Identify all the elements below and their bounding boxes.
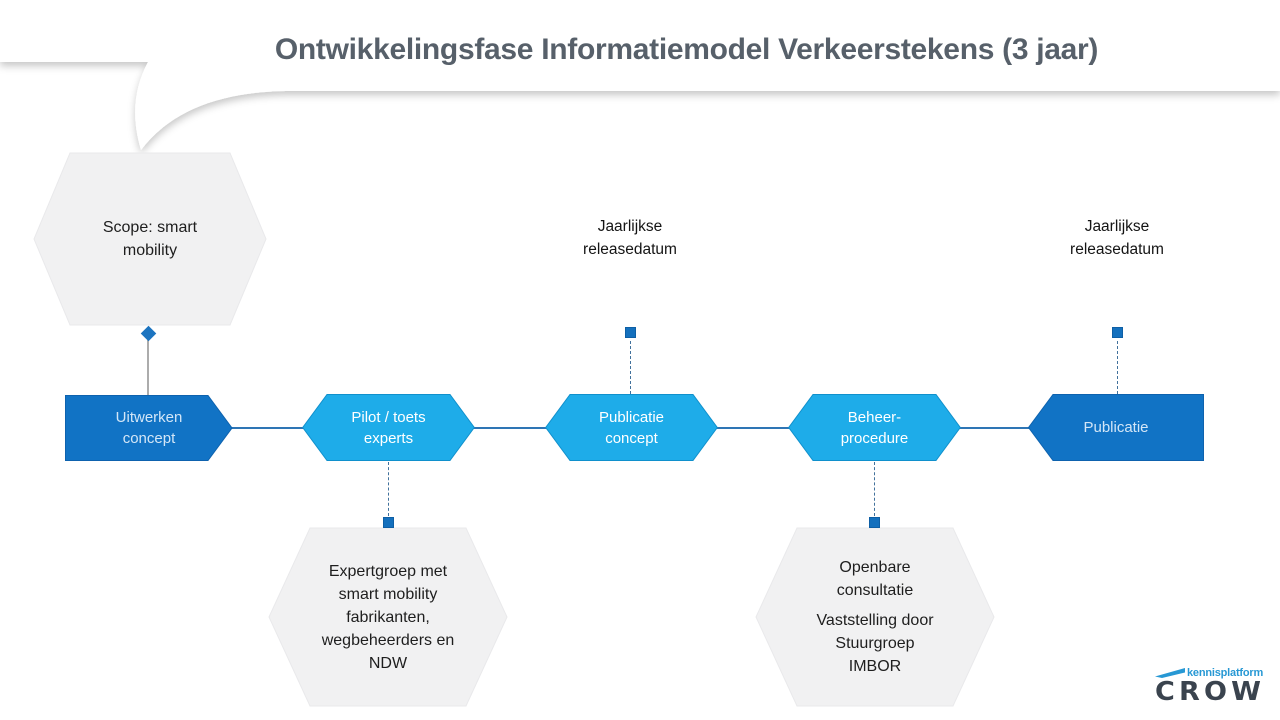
hexagon-shape — [302, 394, 475, 461]
expertgroep-callout-text: Expertgroep met smart mobility fabrikant… — [321, 562, 455, 672]
openbare-callout-text: Openbare consultatie Vaststelling door S… — [816, 556, 933, 678]
square-marker — [868, 517, 880, 528]
scope-connector-line — [147, 340, 149, 395]
timeline-node-beheer-procedure: Beheer- procedure — [788, 394, 961, 461]
logo-top-row: kennisplatform — [1155, 666, 1275, 679]
diamond-marker — [140, 325, 156, 341]
slide-title: Ontwikkelingsfase Informatiemodel Verkee… — [274, 33, 1099, 66]
release-date-annotation-right: Jaarlijkse releasedatum — [1070, 218, 1164, 258]
logo-brand-text: CROW — [1155, 677, 1266, 707]
node-label: Pilot / toets experts — [351, 408, 426, 447]
openbare-consultatie-text: Openbare consultatie — [836, 559, 914, 599]
timeline-node-uitwerken-concept: Uitwerken concept — [65, 395, 233, 461]
timeline-node-pilot-toets-experts: Pilot / toets experts — [302, 394, 475, 461]
square-marker — [383, 517, 394, 528]
banner-swoosh-decoration — [0, 0, 1280, 150]
openbare-consultatie-callout-hexagon: Openbare consultatie Vaststelling door S… — [755, 527, 995, 707]
scope-callout-hexagon: Scope: smart mobility — [33, 152, 267, 326]
release-date-annotation-left: Jaarlijkse releasedatum — [583, 218, 677, 258]
release-right-dashed-line — [1116, 341, 1118, 394]
vaststelling-text: Vaststelling door Stuurgroep IMBOR — [816, 612, 934, 675]
crow-logo: kennisplatform CROW — [1155, 666, 1275, 705]
timeline-node-publicatie: Publicatie — [1028, 394, 1204, 461]
scope-callout-text: Scope: smart mobility — [102, 219, 198, 259]
node-label: Beheer- procedure — [840, 408, 909, 447]
arrow-right-shape — [65, 395, 233, 461]
logo-swoosh-icon — [1155, 667, 1185, 678]
arrow-left-shape — [1028, 394, 1204, 461]
node-label: Publicatie concept — [598, 408, 665, 447]
square-marker — [624, 327, 636, 338]
node-label: Publicatie — [1083, 419, 1149, 436]
hexagon-shape — [755, 527, 995, 707]
timeline-node-publicatie-concept: Publicatie concept — [545, 394, 718, 461]
hexagon-shape — [33, 152, 267, 326]
hexagon-shape — [268, 527, 508, 707]
square-marker — [1111, 327, 1123, 338]
release-left-dashed-line — [629, 341, 631, 394]
expertgroep-dashed-line — [388, 462, 389, 516]
logo-platform-text: kennisplatform — [1187, 666, 1264, 679]
openbare-dashed-line — [873, 462, 875, 516]
expertgroep-callout-hexagon: Expertgroep met smart mobility fabrikant… — [268, 527, 508, 707]
hexagon-shape — [788, 394, 961, 461]
node-label: Uitwerken concept — [115, 409, 183, 447]
hexagon-shape — [545, 394, 718, 461]
